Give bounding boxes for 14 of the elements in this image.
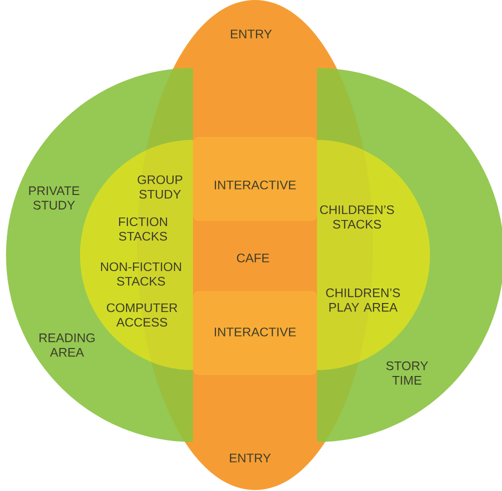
area-label: STORY TIME [386, 361, 428, 385]
area-label: PRIVATE STUDY [29, 186, 80, 210]
area-label: FICTION STACKS [119, 217, 167, 241]
area-label: ENTRY [230, 30, 272, 38]
area-label: READING AREA [40, 333, 95, 357]
area-label: ENTRY [230, 454, 271, 462]
area-label: GROUP STUDY [138, 175, 182, 199]
area-label: CHILDREN’S STACKS [320, 205, 394, 229]
area-label: NON-FICTION STACKS [101, 262, 181, 286]
area-label: COMPUTER ACCESS [106, 303, 178, 327]
area-label: CAFE [236, 254, 270, 262]
area-label: CHILDREN’S PLAY AREA [326, 288, 400, 312]
area-label: INTERACTIVE [214, 328, 296, 336]
area-label: INTERACTIVE [214, 180, 296, 190]
